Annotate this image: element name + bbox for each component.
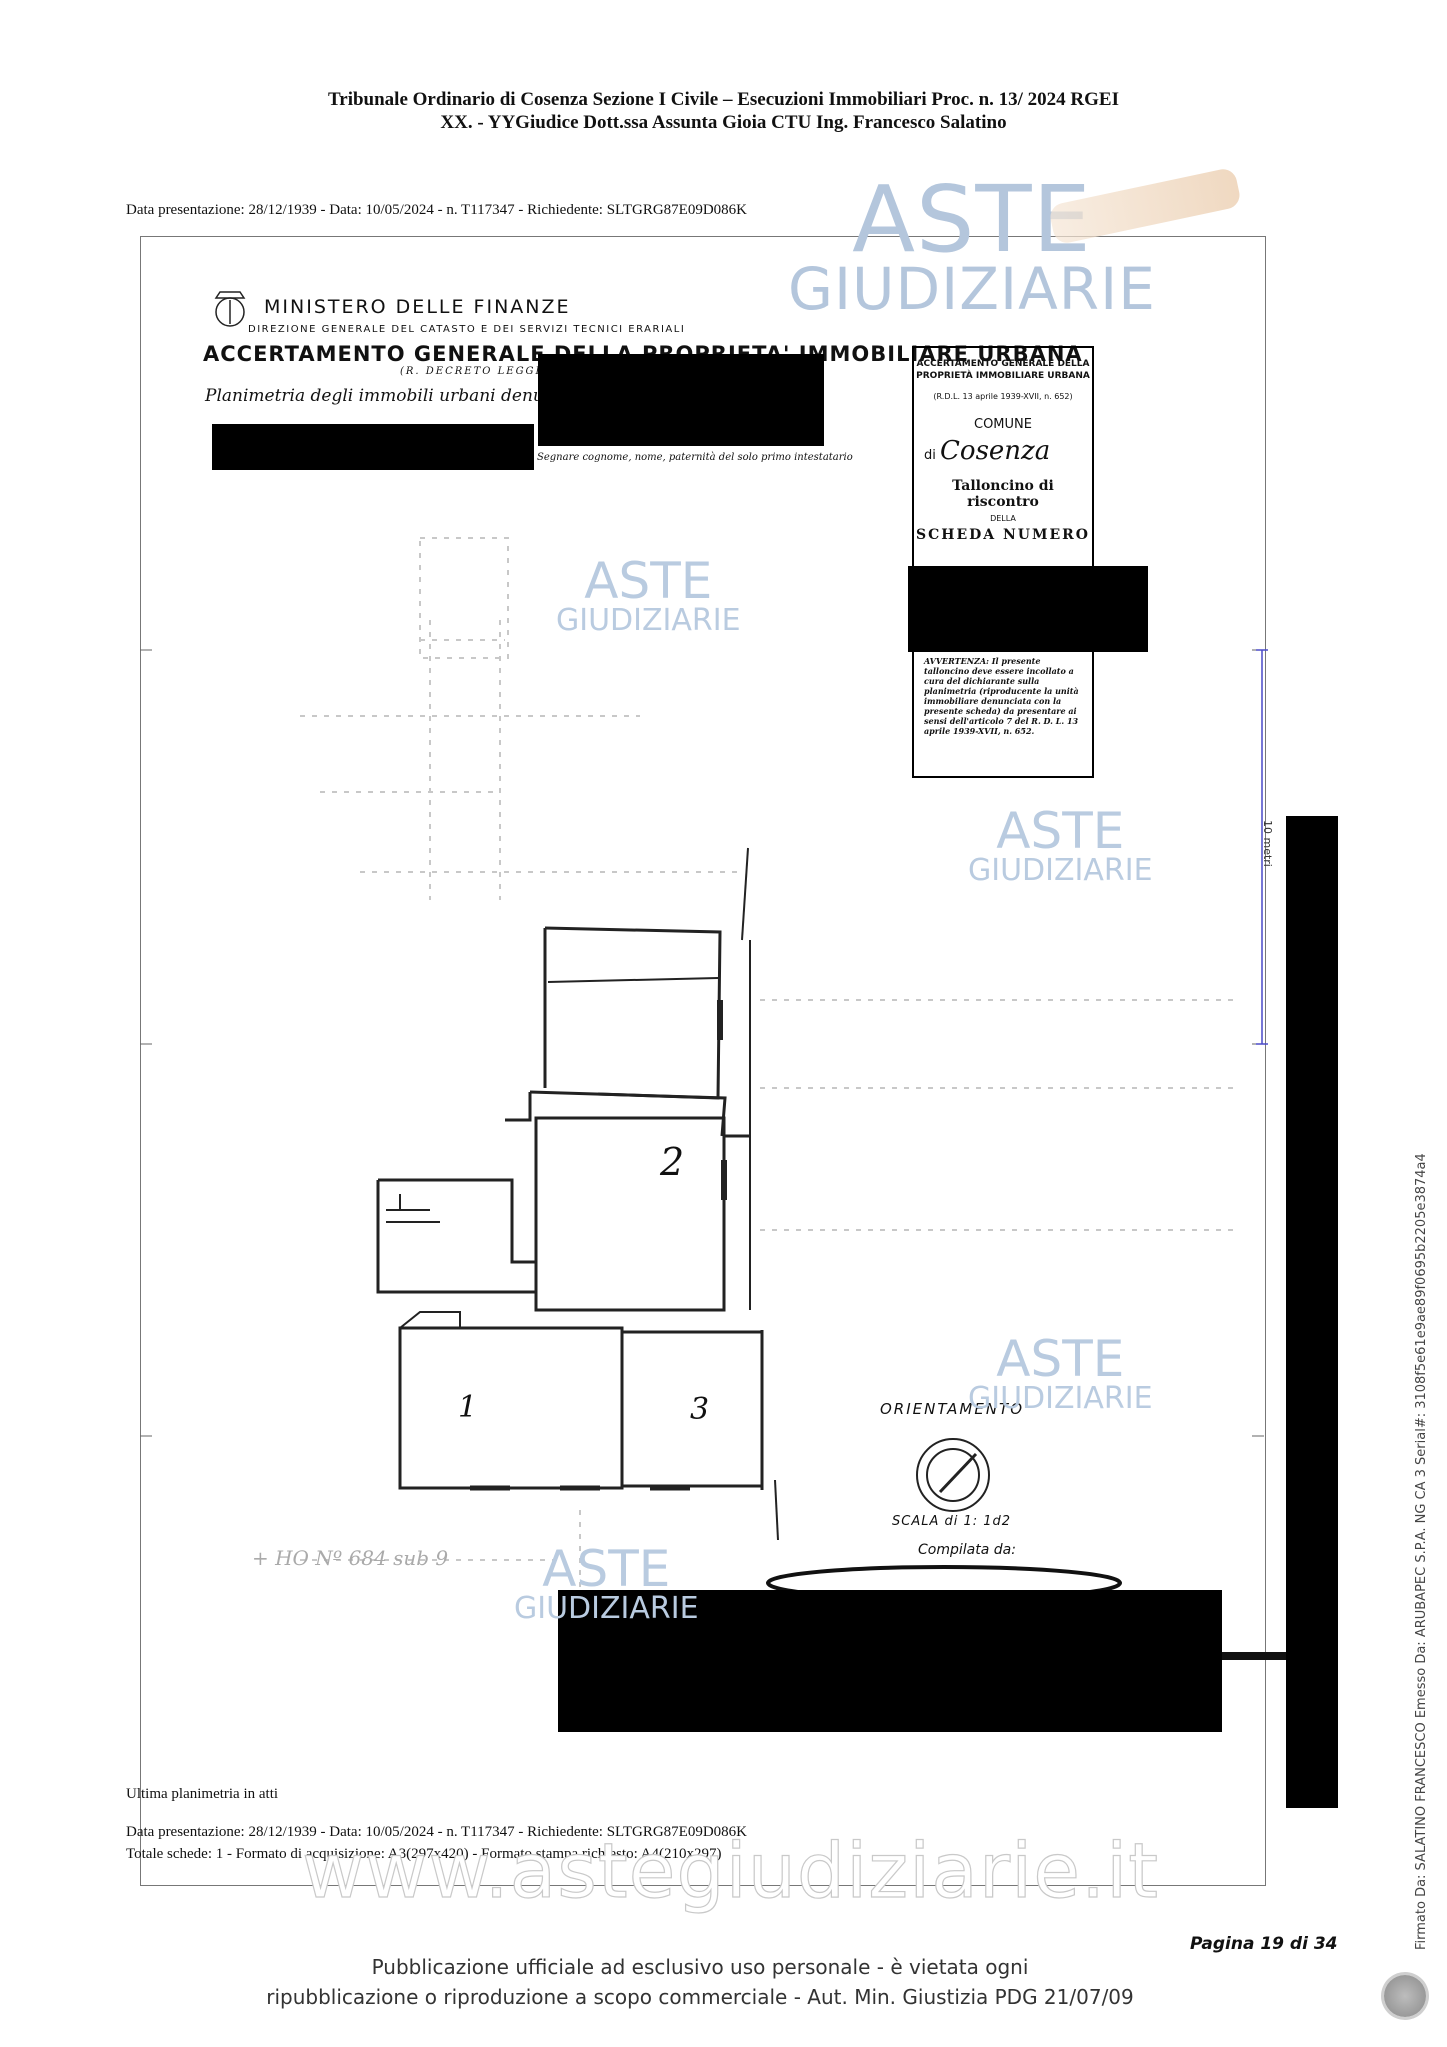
redaction-block-compiler <box>558 1590 1222 1732</box>
talloncino-rdl: (R.D.L. 13 aprile 1939-XVII, n. 652) <box>933 392 1073 401</box>
redaction-block-right <box>1286 816 1338 1808</box>
ultima-planimetria: Ultima planimetria in atti <box>126 1786 279 1802</box>
page-number: Pagina 19 di 34 <box>1190 1934 1338 1954</box>
publication-notice-line-1: Pubblicazione ufficiale ad esclusivo uso… <box>371 1955 1029 1979</box>
watermark-small-2: ASTE GIUDIZIARIE <box>968 806 1153 886</box>
watermark-small-1: ASTE GIUDIZIARIE <box>556 556 741 636</box>
watermark-small-3-line-1: ASTE <box>996 1330 1125 1388</box>
redaction-block-scheda-number <box>908 566 1148 652</box>
watermark-large-line-2: GIUDIZIARIE <box>788 255 1156 323</box>
watermark-small-4-line-2: GIUDIZIARIE <box>514 1591 699 1626</box>
talloncino-comune-row: di Cosenza <box>924 436 1092 466</box>
presentation-info-bottom: Data presentazione: 28/12/1939 - Data: 1… <box>126 1824 748 1840</box>
watermark-small-1-line-1: ASTE <box>584 552 713 610</box>
segnare-note: Segnare cognome, nome, paternità del sol… <box>537 452 853 463</box>
scala-label: SCALA di 1: 1d2 <box>892 1514 1012 1529</box>
decree-reference: (R. DECRETO LEGGE <box>400 366 545 377</box>
watermark-small-3-line-2: GIUDIZIARIE <box>968 1381 1153 1416</box>
publication-notice: Pubblicazione ufficiale ad esclusivo uso… <box>200 1952 1200 2012</box>
talloncino-box: ACCERTAMENTO GENERALE DELLA PROPRIETÀ IM… <box>912 346 1094 778</box>
presentation-info-top: Data presentazione: 28/12/1939 - Data: 1… <box>126 202 748 218</box>
room-number-3: 3 <box>690 1392 710 1427</box>
scale-length-label: 10 metri <box>1261 820 1274 867</box>
digital-signature-note: Firmato Da: SALATINO FRANCESCO Emesso Da… <box>1414 1153 1429 1950</box>
document-header: Tribunale Ordinario di Cosenza Sezione I… <box>0 88 1447 134</box>
orientamento-label: ORIENTAMENTO <box>880 1400 1025 1418</box>
redaction-block-owner <box>538 354 824 446</box>
publication-notice-line-2: ripubblicazione o riproduzione a scopo c… <box>266 1985 1134 2009</box>
plan-frame <box>140 236 1266 1886</box>
planimetria-label: Planimetria degli immobili urbani denunc… <box>205 386 593 406</box>
ghost-reference-text: + HO Nº 684 sub 9 <box>252 1546 449 1570</box>
talloncino-avvertenza: AVVERTENZA: Il presente talloncino deve … <box>924 656 1079 736</box>
watermark-small-4-line-1: ASTE <box>542 1540 671 1598</box>
watermark-small-3: ASTE GIUDIZIARIE <box>968 1334 1153 1414</box>
room-number-1: 1 <box>458 1390 478 1425</box>
redaction-block-address <box>212 424 534 470</box>
watermark-small-4: ASTE GIUDIZIARIE <box>514 1544 699 1624</box>
watermark-small-1-line-2: GIUDIZIARIE <box>556 603 741 638</box>
compilata-label: Compilata da: <box>918 1542 1016 1558</box>
talloncino-comune-label: COMUNE <box>974 417 1032 432</box>
website-watermark: www.astegiudiziarie.it <box>301 1825 1160 1915</box>
talloncino-heading: ACCERTAMENTO GENERALE DELLA PROPRIETÀ IM… <box>916 359 1090 381</box>
watermark-small-2-line-1: ASTE <box>996 802 1125 860</box>
header-line-1: Tribunale Ordinario di Cosenza Sezione I… <box>328 89 1119 110</box>
talloncino-comune-value: Cosenza <box>940 436 1051 466</box>
talloncino-di-label: di <box>924 448 936 463</box>
ministry-directorate: DIREZIONE GENERALE DEL CATASTO E DEI SER… <box>248 324 686 335</box>
seal-icon <box>1384 1975 1426 2017</box>
republic-emblem-icon <box>214 291 246 327</box>
room-number-2: 2 <box>660 1140 685 1184</box>
talloncino-della: DELLA <box>990 514 1016 523</box>
talloncino-scheda: SCHEDA NUMERO <box>915 527 1091 543</box>
totale-schede: Totale schede: 1 - Formato di acquisizio… <box>126 1846 722 1862</box>
talloncino-title: Talloncino di riscontro <box>952 478 1054 510</box>
watermark-small-2-line-2: GIUDIZIARIE <box>968 853 1153 888</box>
header-line-2: XX. - YYGiudice Dott.ssa Assunta Gioia C… <box>440 112 1007 133</box>
ministry-name: MINISTERO DELLE FINANZE <box>264 296 571 318</box>
